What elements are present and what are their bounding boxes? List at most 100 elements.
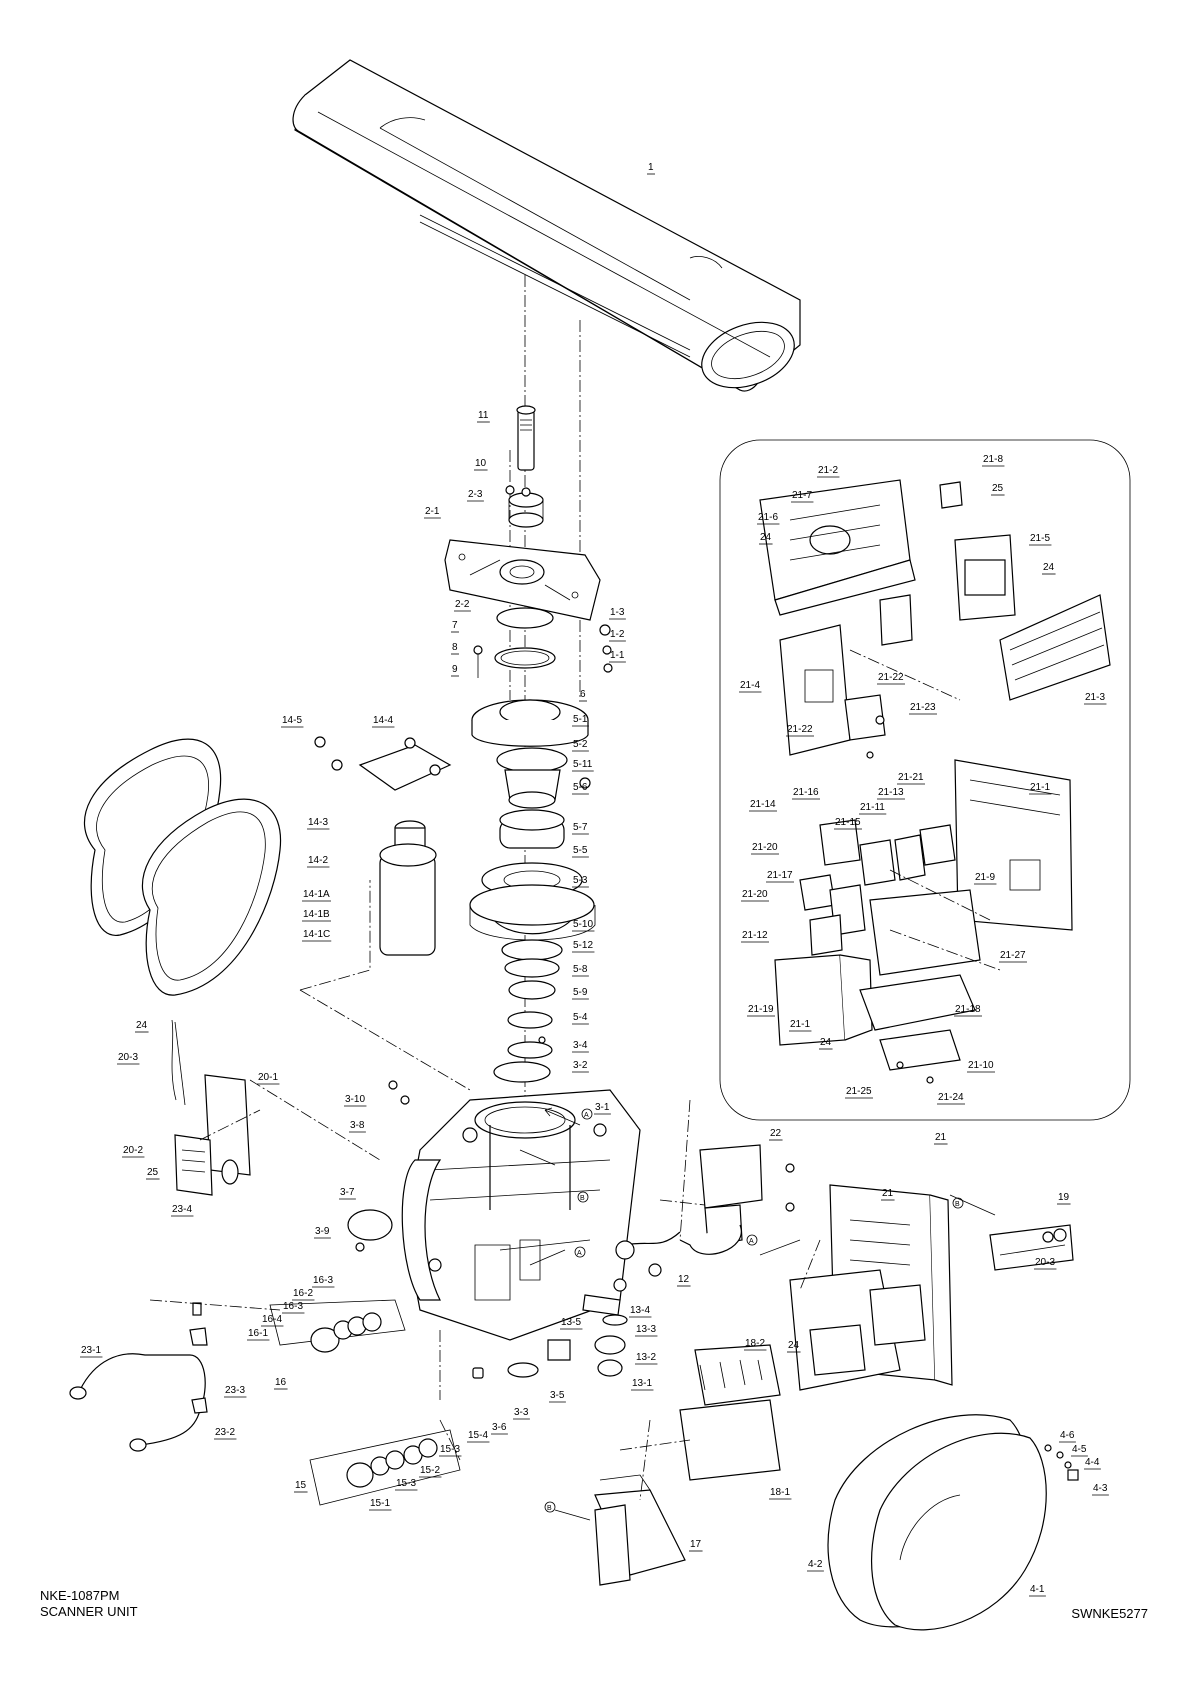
part-label: 21-18 <box>955 1004 981 1015</box>
part-label: 5-7 <box>573 822 588 833</box>
module-22 <box>679 1144 795 1255</box>
part-label: 3-8 <box>350 1120 365 1131</box>
part-label: 5-11 <box>573 759 593 770</box>
part-label: 3-1 <box>595 1102 610 1113</box>
part-label: 5-6 <box>573 782 588 793</box>
part-label: 16 <box>275 1377 287 1388</box>
part-label: 21-14 <box>750 799 776 810</box>
part-label: 21-7 <box>792 490 812 501</box>
part-label: 5-5 <box>573 845 588 856</box>
part-label: 21-15 <box>835 817 861 828</box>
part-label: 21-20 <box>742 889 768 900</box>
part-label: 21-3 <box>1085 692 1105 703</box>
part-label: 16-3 <box>283 1301 303 1312</box>
part-label: 2-2 <box>455 599 470 610</box>
board-18 <box>679 1344 781 1481</box>
part-label: 5-2 <box>573 739 588 750</box>
part-label: 15-2 <box>420 1465 440 1476</box>
part-label: 3-4 <box>573 1040 588 1051</box>
part-label: 14-2 <box>308 855 328 866</box>
part-label: 21-6 <box>758 512 778 523</box>
part-label: 17 <box>690 1539 702 1550</box>
transceiver-unit-21 <box>789 1184 953 1391</box>
part-label: 21-22 <box>878 672 904 683</box>
ref-marker-b: B <box>547 1505 552 1512</box>
part-label: 18-1 <box>770 1487 790 1498</box>
part-label: 24 <box>760 532 772 543</box>
part-label: 21-12 <box>742 930 768 941</box>
part-label: 23-3 <box>225 1385 245 1396</box>
bearing-set-16 <box>269 1299 406 1353</box>
part-label: 21-9 <box>975 872 995 883</box>
cable-23 <box>69 1302 208 1452</box>
part-label: 22 <box>770 1128 782 1139</box>
part-label: 3-7 <box>340 1187 355 1198</box>
part-labels: 1 11 10 2-3 2-1 2-2 1-3 1-2 1-1 7 8 9 6 … <box>80 162 1109 1597</box>
part-label: 21-2 <box>818 465 838 476</box>
seal-set-15 <box>309 1429 461 1506</box>
bracket-plate-2-1 <box>444 539 601 621</box>
part-label: 16-3 <box>313 1275 333 1286</box>
part-label: 3-2 <box>573 1060 588 1071</box>
part-label: 21-27 <box>1000 950 1026 961</box>
part-label: 21-22 <box>787 724 813 735</box>
part-label: 21-17 <box>767 870 793 881</box>
part-label: 24 <box>136 1020 148 1031</box>
part-label: 14-1A <box>303 889 330 900</box>
part-label: 6 <box>580 689 586 700</box>
part-label: 14-5 <box>282 715 302 726</box>
part-label: 10 <box>475 458 487 469</box>
part-label: 21-1 <box>1030 782 1050 793</box>
unit-name: SCANNER UNIT <box>40 1604 138 1619</box>
part-label: 13-2 <box>636 1352 656 1363</box>
cover-4 <box>827 1414 1079 1631</box>
part-label: 2-3 <box>468 489 483 500</box>
part-label: 14-3 <box>308 817 328 828</box>
part-label: 13-3 <box>636 1324 656 1335</box>
part-label: 20-3 <box>1035 1257 1055 1268</box>
model-number: NKE-1087PM <box>40 1588 120 1603</box>
part-label: 14-1C <box>303 929 330 940</box>
part-label: 14-1B <box>303 909 330 920</box>
part-label: 12 <box>678 1274 690 1285</box>
part-label: 4-5 <box>1072 1444 1087 1455</box>
part-label: 4-6 <box>1060 1430 1075 1441</box>
part-label: 16-4 <box>262 1314 282 1325</box>
part-label: 21-20 <box>752 842 778 853</box>
part-label: 24 <box>820 1037 832 1048</box>
part-label: 2-1 <box>425 506 440 517</box>
part-label: 5-4 <box>573 1012 588 1023</box>
part-label: 21 <box>935 1132 947 1143</box>
part-label: 9 <box>452 664 458 675</box>
part-label: 4-4 <box>1085 1457 1100 1468</box>
part-label: 21-13 <box>878 787 904 798</box>
part-label: 24 <box>1043 562 1055 573</box>
part-label: 1-3 <box>610 607 625 618</box>
part-label: 21-24 <box>938 1092 964 1103</box>
part-label: 5-9 <box>573 987 588 998</box>
part-label: 5-1 <box>573 714 588 725</box>
part-label: 20-3 <box>118 1052 138 1063</box>
part-label: 3-6 <box>492 1422 507 1433</box>
ref-marker-a: A <box>749 1238 754 1245</box>
part-label: 14-4 <box>373 715 393 726</box>
part-label: 4-2 <box>808 1559 823 1570</box>
part-label: 5-12 <box>573 940 593 951</box>
part-label: 4-1 <box>1030 1584 1045 1595</box>
part-label: 23-1 <box>81 1345 101 1356</box>
part-label: 23-4 <box>172 1204 192 1215</box>
part-label: 1-1 <box>610 650 625 661</box>
part-label: 3-10 <box>345 1094 365 1105</box>
part-label: 21-23 <box>910 702 936 713</box>
part-label: 5-3 <box>573 875 588 886</box>
part-label: 3-3 <box>514 1407 529 1418</box>
part-label: 3-5 <box>550 1390 565 1401</box>
part-label: 1-2 <box>610 629 625 640</box>
part-label: 5-10 <box>573 919 593 930</box>
part-label: 21-8 <box>983 454 1003 465</box>
part-label: 21-11 <box>860 802 885 813</box>
cover-gasket-left <box>83 738 282 996</box>
bearing-stack-5 <box>469 699 596 1083</box>
part-label: 25 <box>147 1167 159 1178</box>
drawing-caption: NKE-1087PM SCANNER UNIT <box>40 1588 138 1620</box>
